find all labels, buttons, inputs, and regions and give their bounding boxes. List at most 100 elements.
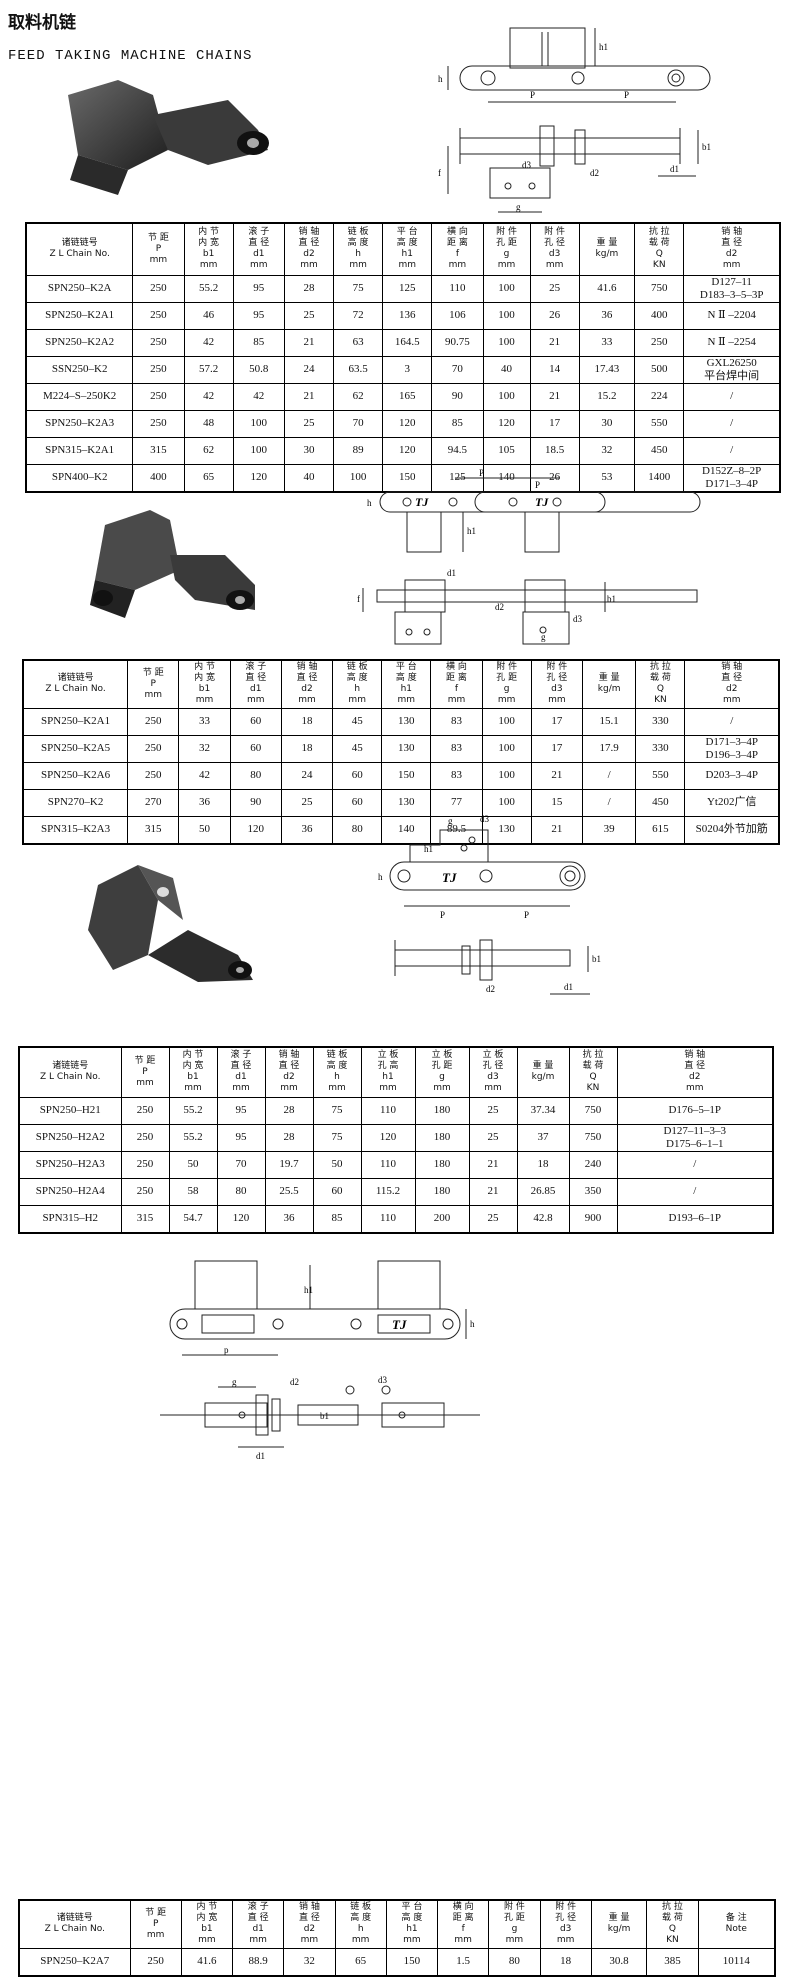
- table-cell: 180: [414, 1177, 470, 1206]
- table-cell: 250: [132, 301, 185, 330]
- table-cell: 100: [482, 328, 531, 357]
- table-cell: 15.1: [581, 707, 637, 736]
- table-cell: 18.5: [529, 436, 580, 465]
- table-cell: D176–5–1P: [616, 1096, 774, 1125]
- table-cell: 21: [283, 328, 335, 357]
- table-cell: 95: [232, 301, 285, 330]
- table-cell: 164.5: [382, 328, 433, 357]
- table-cell: 750: [568, 1096, 618, 1125]
- table-cell: 21: [468, 1150, 518, 1179]
- chain-drawing-4: h1 h TJ p g d2 d3 b1 d1: [160, 1260, 480, 1461]
- table-cell: 88.9: [232, 1947, 285, 1976]
- table-cell: 500: [634, 355, 685, 384]
- table-cell: 55.2: [183, 274, 234, 303]
- table-cell: 42: [232, 382, 285, 411]
- table-cell: 3: [382, 355, 433, 384]
- table-cell: 70: [216, 1150, 266, 1179]
- table-cell: 48: [183, 409, 234, 438]
- table-cell: 250: [132, 382, 185, 411]
- table-cell: 17: [530, 707, 583, 736]
- table-cell: SPN250–K2A7: [18, 1947, 131, 1976]
- chain-photo-1: [68, 80, 269, 195]
- table-cell: 75: [312, 1123, 362, 1152]
- label-d3: d3: [522, 160, 532, 170]
- table-cell: 17.9: [581, 734, 637, 763]
- table-cell: 95: [232, 274, 285, 303]
- table-cell: 36: [178, 788, 231, 817]
- table-cell: 17: [530, 734, 583, 763]
- table-cell: 17: [529, 409, 580, 438]
- table-cell: 240: [568, 1150, 618, 1179]
- table-cell: 120: [216, 1204, 266, 1233]
- tj-mark: TJ: [535, 495, 549, 509]
- table-cell: 400: [634, 301, 685, 330]
- table-cell: 120: [382, 436, 433, 465]
- table-cell: 85: [312, 1204, 362, 1233]
- page-title-en: FEED TAKING MACHINE CHAINS: [8, 48, 253, 64]
- table-cell: 18: [539, 1947, 592, 1976]
- table-cell: 106: [431, 301, 484, 330]
- table-cell: SPN250–K2A1: [22, 707, 129, 736]
- table-cell: 250: [127, 734, 180, 763]
- table-cell: 36: [280, 815, 334, 844]
- table-cell: 75: [333, 274, 384, 303]
- table-cell: /: [683, 409, 781, 438]
- label-d1: d1: [447, 568, 456, 578]
- table-cell: 30.8: [590, 1947, 648, 1976]
- table-cell: SPN315–K2A1: [25, 436, 134, 465]
- table-cell: 63.5: [333, 355, 384, 384]
- table-cell: 25: [529, 274, 580, 303]
- table-cell: 180: [414, 1096, 470, 1125]
- label-p: P: [440, 910, 445, 920]
- table-cell: 350: [568, 1177, 618, 1206]
- table-cell: 100: [481, 734, 532, 763]
- table-cell: 400: [132, 463, 185, 492]
- table-cell: SPN400–K2: [25, 463, 134, 492]
- table-cell: 18: [280, 734, 334, 763]
- table-cell: 80: [332, 815, 383, 844]
- table-cell: 25: [280, 788, 334, 817]
- table-cell: 53: [578, 463, 636, 492]
- table-cell: 45: [332, 707, 383, 736]
- table-cell: SPN250–K2A5: [22, 734, 129, 763]
- table-cell: 70: [333, 409, 384, 438]
- table-cell: 105: [482, 436, 531, 465]
- table-cell: 21: [530, 761, 583, 790]
- table-cell: 42: [178, 761, 231, 790]
- table-cell: N Ⅱ –2204: [683, 301, 781, 330]
- table-cell: 24: [283, 355, 335, 384]
- table-cell: 25: [468, 1204, 518, 1233]
- table-cell: 32: [578, 436, 636, 465]
- table-cell: 30: [283, 436, 335, 465]
